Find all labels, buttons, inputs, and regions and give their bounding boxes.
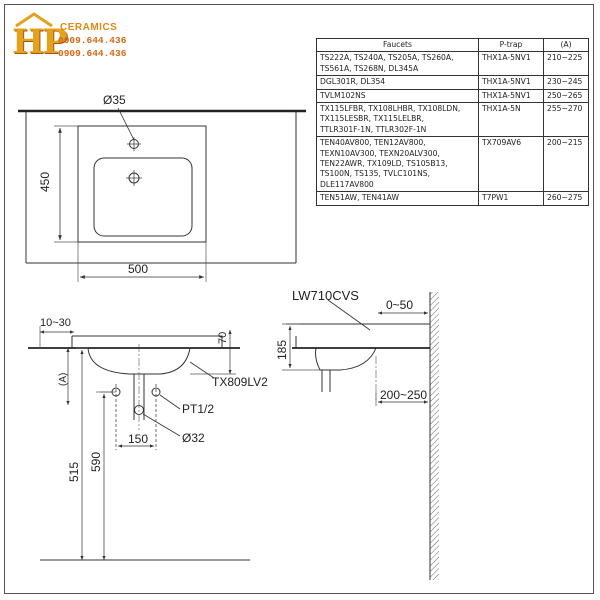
model-leader bbox=[327, 299, 371, 331]
thread-label: PT1/2 bbox=[182, 402, 214, 416]
faucet-models-cell: TEN40AV800, TEN12AV800,TEXN10AV300, TEXN… bbox=[316, 136, 479, 193]
faucet-model-line: TEN22AWR, TX109LD, TS105B13, bbox=[320, 159, 448, 169]
spec-table-row: TX115LFBR, TX108LHBR, TX108LDN,TX115LESB… bbox=[316, 102, 589, 138]
faucet-model-line: TEN40AV800, TEN12AV800, bbox=[320, 138, 426, 148]
house-roof-icon bbox=[15, 12, 53, 28]
brand-phone-2: 0909.644.436 bbox=[58, 48, 127, 59]
basin-outline-top bbox=[77, 125, 207, 243]
wall-dist-label: 200~250 bbox=[380, 388, 427, 402]
ptrap-cell: TX709AV6 bbox=[478, 136, 544, 193]
spec-table: Faucets P-trap (A) TS222A, TS240A, TS205… bbox=[316, 37, 589, 206]
spec-table-header-row: Faucets P-trap (A) bbox=[316, 37, 589, 53]
faucet-models-cell: TX115LFBR, TX108LHBR, TX108LDN,TX115LESB… bbox=[316, 102, 479, 138]
faucet-model-line: TEN51AW, TEN41AW bbox=[320, 193, 399, 203]
faucet-model-line: TS100N, TS135, TVLC101NS, bbox=[320, 169, 431, 179]
side-model-label: LW710CVS bbox=[292, 288, 359, 303]
faucet-model-line: TTLR301F-1N, TTLR302F-1N bbox=[320, 124, 427, 134]
faucet-model-line: TS222A, TS240A, TS205A, TS260A, bbox=[320, 53, 454, 63]
drain-dim-label: Ø32 bbox=[182, 431, 205, 445]
spec-table-body: TS222A, TS240A, TS205A, TS260A,TS561A, T… bbox=[316, 51, 589, 206]
hole-leader bbox=[117, 107, 135, 141]
drain-leader bbox=[142, 413, 181, 437]
h590-label: 590 bbox=[89, 452, 103, 472]
offset-dim-label: 10~30 bbox=[40, 317, 71, 329]
spacing-dim-label: 150 bbox=[128, 432, 148, 446]
faucet-models-cell: TEN51AW, TEN41AW bbox=[316, 191, 479, 206]
faucet-model-line: DLE117AV800 bbox=[320, 179, 374, 189]
ptrap-model-label: TX809LV2 bbox=[212, 375, 268, 389]
range-cell: 255~270 bbox=[543, 102, 589, 138]
front-view: 10~30 70 (A) TX809LV2 PT1/2 Ø32 150 515 bbox=[28, 317, 268, 561]
faucet-model-line: TVLM102NS bbox=[320, 90, 366, 100]
brand-name: CERAMICS bbox=[60, 22, 118, 33]
faucet-model-line: TX115LFBR, TX108LHBR, TX108LDN, bbox=[320, 104, 461, 114]
a-dim-label: (A) bbox=[58, 373, 69, 386]
brand-logo-letters: HP bbox=[12, 22, 68, 62]
gap-dim-label: 0~50 bbox=[386, 298, 413, 312]
header-range: (A) bbox=[543, 37, 589, 53]
basin-bowl-top bbox=[93, 157, 193, 237]
ptrap-cell: THX1A-5N bbox=[478, 102, 544, 138]
wall-hatch bbox=[430, 292, 439, 580]
drawing-frame bbox=[4, 4, 594, 594]
front-basin-profile bbox=[72, 335, 223, 375]
spec-table-row: TS222A, TS240A, TS205A, TS260A,TS561A, T… bbox=[316, 51, 589, 77]
range-cell: 260~275 bbox=[543, 191, 589, 206]
side-view: LW710CVS 0~50 185 200~250 bbox=[275, 288, 439, 580]
rim-dim-label: 70 bbox=[217, 332, 229, 344]
faucet-model-line: TX115LESBR, TX115LELBR, bbox=[320, 114, 424, 124]
hole-dim-label: Ø35 bbox=[103, 93, 126, 107]
range-cell: 210~225 bbox=[543, 51, 589, 77]
brand-logo: HP CERAMICS 0909.644.436 0909.644.436 bbox=[8, 8, 128, 64]
depth-dim-label: 450 bbox=[38, 172, 52, 192]
side-basin-profile bbox=[286, 323, 431, 371]
faucet-model-line: TS561A, TS268N, DL345A bbox=[320, 63, 419, 73]
brand-phone-1: 0909.644.436 bbox=[58, 35, 127, 46]
spec-table-row: TEN40AV800, TEN12AV800,TEXN10AV300, TEXN… bbox=[316, 136, 589, 193]
top-view: Ø35 450 500 bbox=[18, 93, 306, 282]
width-dim-label: 500 bbox=[128, 262, 148, 276]
faucet-model-line: TEXN10AV300, TEXN20ALV300, bbox=[320, 148, 440, 158]
faucet-model-line: DGL301R, DL354 bbox=[320, 77, 386, 87]
ptrap-leader bbox=[189, 361, 215, 379]
h515-label: 515 bbox=[67, 462, 81, 482]
thread-leader bbox=[159, 394, 181, 410]
range-cell: 250~265 bbox=[543, 88, 589, 104]
faucet-models-cell: TS222A, TS240A, TS205A, TS260A,TS561A, T… bbox=[316, 51, 479, 77]
side-h-dim-label: 185 bbox=[275, 340, 289, 360]
